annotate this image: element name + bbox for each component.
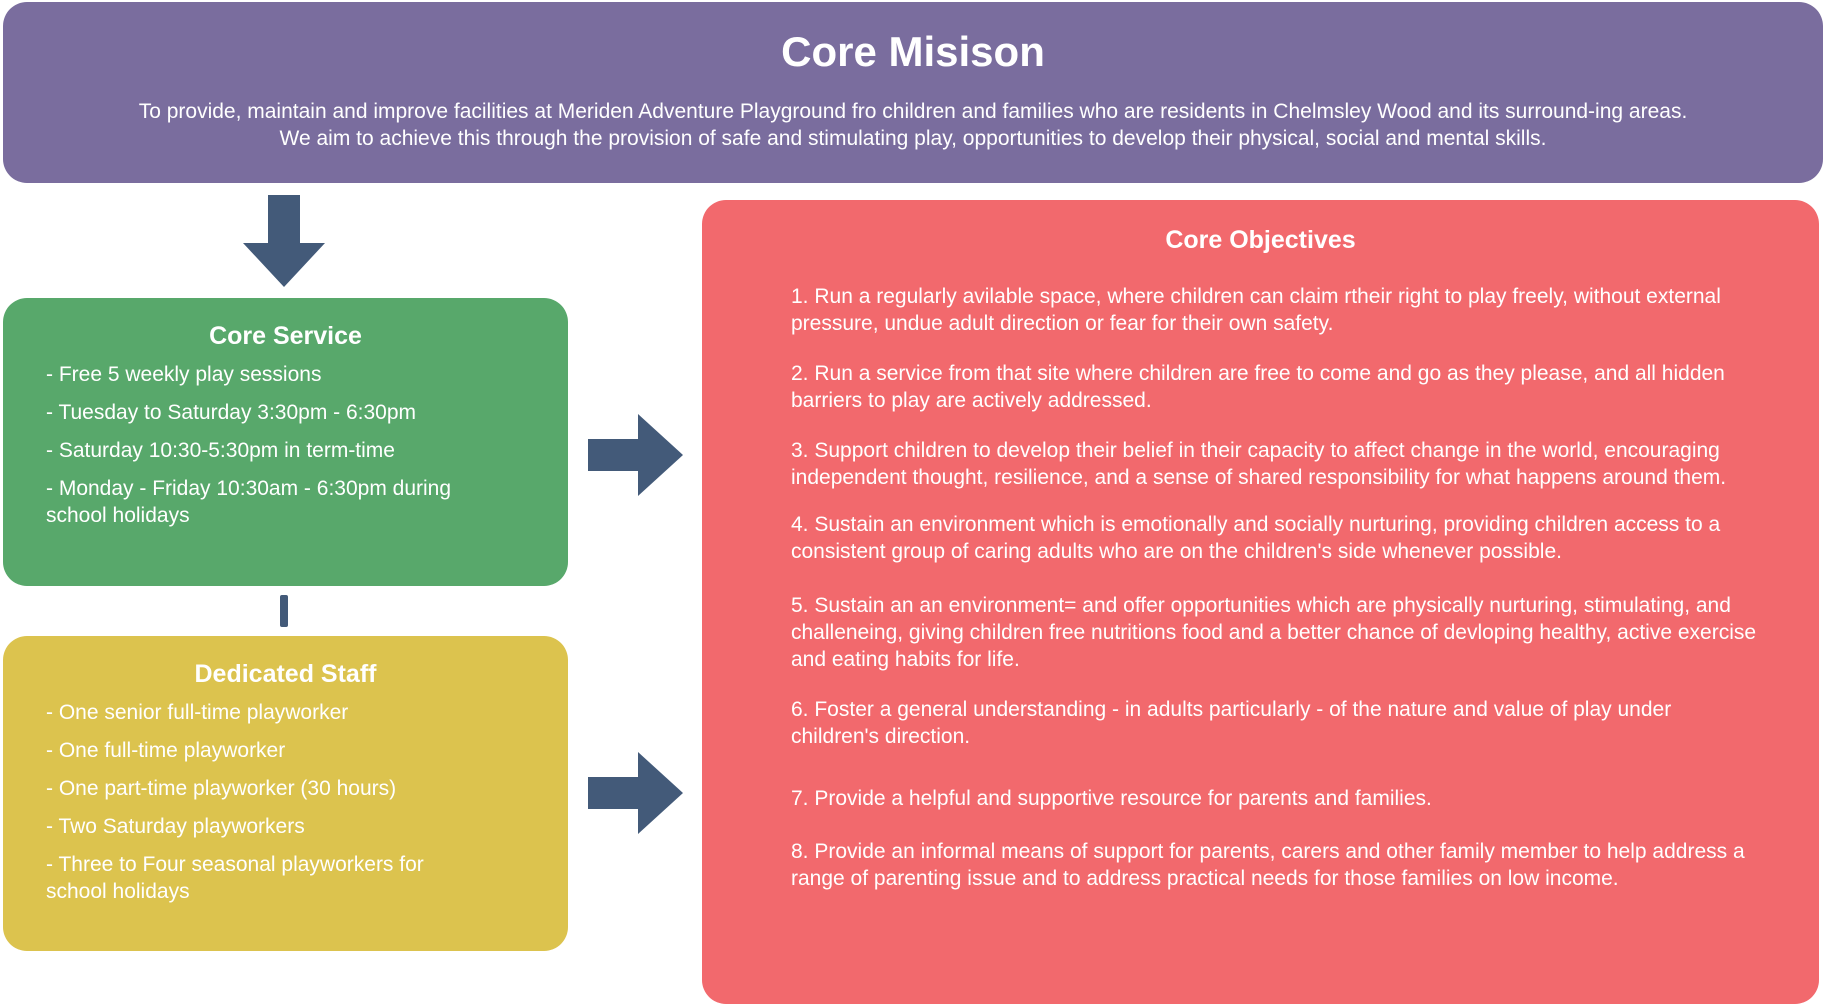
connector-line xyxy=(280,595,288,627)
objective-item: 8. Provide an informal means of support … xyxy=(791,840,1745,890)
objective-item: 6. Foster a general understanding - in a… xyxy=(791,698,1672,748)
core-mission-title: Core Misison xyxy=(781,28,1045,75)
objective-item: 3. Support children to develop their bel… xyxy=(791,439,1727,489)
objective-item: 4. Sustain an environment which is emoti… xyxy=(791,513,1721,563)
core-mission-box: Core Misison To provide, maintain and im… xyxy=(3,2,1823,183)
core-mission-description: To provide, maintain and improve facilit… xyxy=(138,100,1688,150)
core-objectives-box: Core Objectives 1. Run a regularly avila… xyxy=(702,200,1819,1004)
core-objectives-title: Core Objectives xyxy=(1165,226,1356,254)
objective-item: 5. Sustain an an environment= and offer … xyxy=(791,594,1757,671)
core-service-box: Core Service - Free 5 weekly play sessio… xyxy=(3,298,568,586)
staff-item: - One full-time playworker xyxy=(46,739,286,762)
service-item: - Tuesday to Saturday 3:30pm - 6:30pm xyxy=(46,401,417,424)
objective-item: 7. Provide a helpful and supportive reso… xyxy=(791,787,1432,810)
staff-item: - One part-time playworker (30 hours) xyxy=(46,777,397,800)
dedicated-staff-box: Dedicated Staff - One senior full-time p… xyxy=(3,636,568,951)
dedicated-staff-title: Dedicated Staff xyxy=(194,660,377,688)
staff-item: - One senior full-time playworker xyxy=(46,701,349,724)
objective-item: 2. Run a service from that site where ch… xyxy=(791,362,1725,412)
objective-item: 1. Run a regularly avilable space, where… xyxy=(791,285,1721,335)
staff-item: - Three to Four seasonal playworkers for… xyxy=(46,853,424,903)
right-arrow-icon xyxy=(588,414,683,496)
down-arrow-icon xyxy=(243,195,325,287)
core-service-title: Core Service xyxy=(209,322,362,350)
service-item: - Free 5 weekly play sessions xyxy=(46,363,322,386)
staff-item: - Two Saturday playworkers xyxy=(46,815,305,838)
service-item: - Monday - Friday 10:30am - 6:30pm durin… xyxy=(46,477,452,527)
service-item: - Saturday 10:30-5:30pm in term-time xyxy=(46,439,395,462)
right-arrow-icon xyxy=(588,752,683,834)
